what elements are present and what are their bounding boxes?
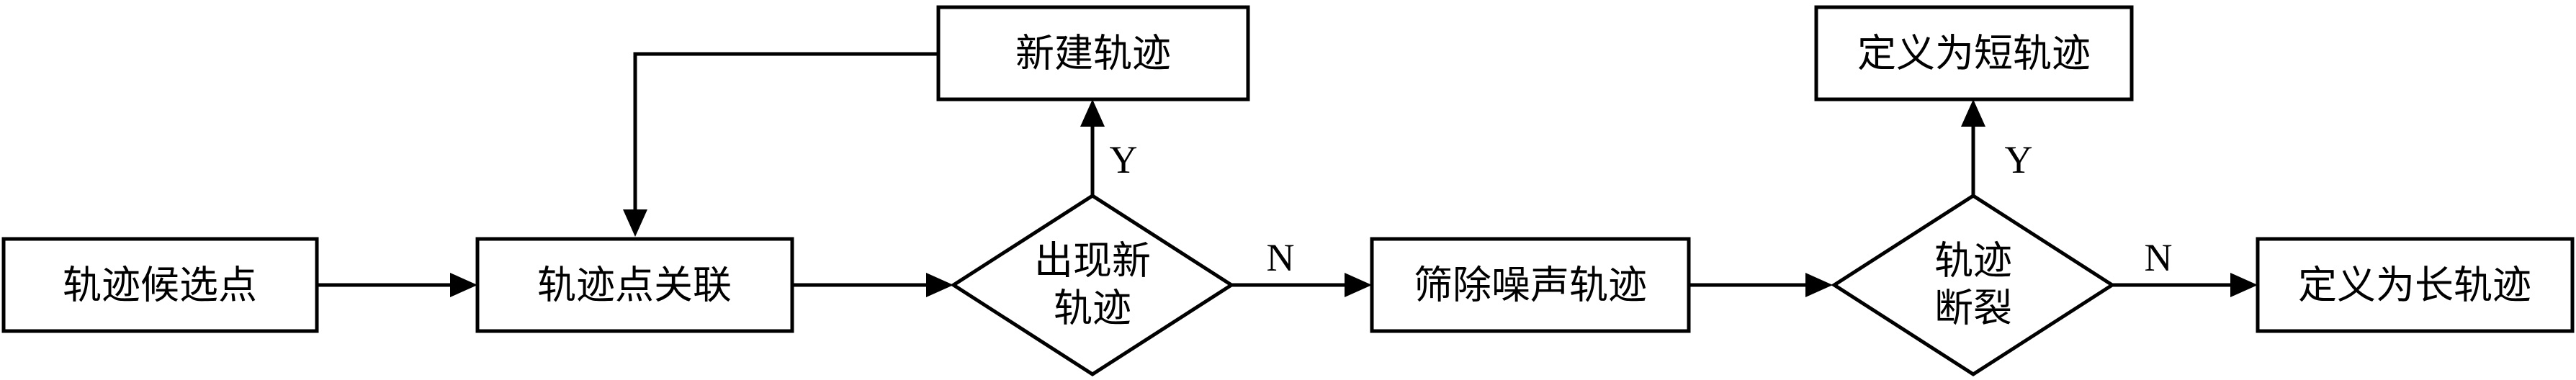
arrowhead: [1961, 99, 1985, 127]
edge-label-new-no: N: [1267, 236, 1295, 279]
arrowhead: [1805, 273, 1833, 297]
edge-label-break-yes: Y: [2005, 138, 2033, 181]
node-associate-box: [475, 237, 794, 333]
decision-new-track-line1: 出现新: [1034, 238, 1151, 284]
node-long-box: [2256, 237, 2575, 333]
edge-label-new-yes: Y: [1110, 138, 1138, 181]
edge-label-break-no: N: [2145, 236, 2173, 279]
node-filter-label: 筛除噪声轨迹: [1414, 263, 1647, 308]
node-long-label: 定义为长轨迹: [2298, 263, 2531, 308]
node-short-label: 定义为短轨迹: [1857, 31, 2091, 76]
node-filter-box: [1370, 237, 1691, 333]
edge-create-back-to-associate: [633, 52, 938, 227]
arrowhead: [623, 209, 647, 237]
arrowhead: [1080, 99, 1105, 127]
arrowhead: [926, 273, 953, 297]
node-create-label: 新建轨迹: [1015, 31, 1171, 76]
arrowhead: [2230, 273, 2258, 297]
decision-break-line1: 轨迹: [1934, 238, 2012, 284]
arrowhead: [1345, 273, 1372, 297]
decision-new-track-line2: 轨迹: [1054, 286, 1131, 331]
decision-break-line2: 断裂: [1934, 286, 2012, 331]
node-create-box: [936, 5, 1250, 101]
decision-new-track-diamond: [950, 194, 1235, 376]
arrowhead: [450, 273, 477, 297]
node-candidate-label: 轨迹候选点: [63, 263, 257, 308]
node-associate-label: 轨迹点关联: [537, 263, 732, 308]
node-short-box: [1814, 5, 2134, 101]
node-candidate-box: [1, 237, 319, 333]
decision-break-diamond: [1831, 194, 2116, 376]
